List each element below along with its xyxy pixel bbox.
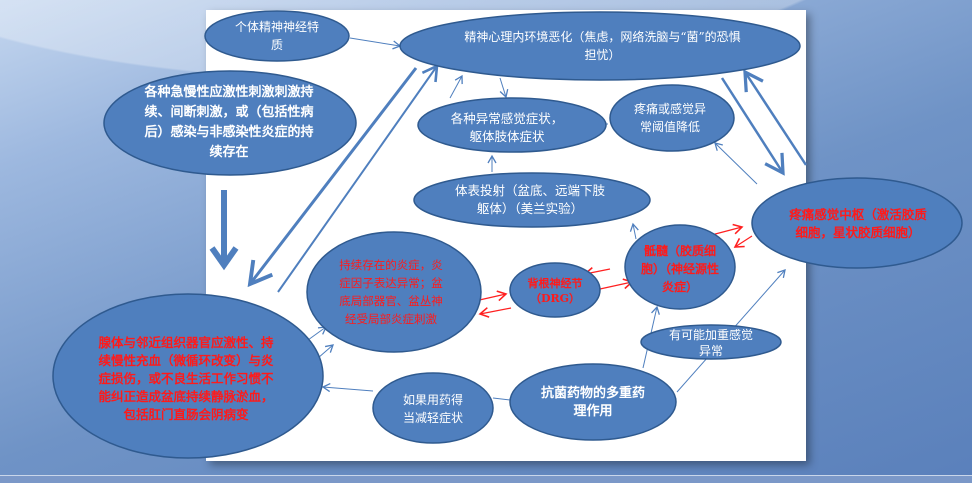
node-drg-shape (509, 262, 601, 318)
node-relief-shape (372, 372, 494, 444)
arrow-psych-gland (247, 67, 418, 288)
node-inflammation-shape (306, 231, 482, 353)
arrow-personality-psych (349, 37, 402, 50)
node-aggravate: 有可能加重感觉异常 (668, 328, 753, 358)
node-gland-shape (52, 293, 324, 459)
node-aggravate-shape (640, 324, 782, 360)
arrow-psych-symptoms (499, 77, 509, 99)
node-stimuli-shape (103, 70, 357, 176)
node-symptoms: 各种异常感觉症状，躯体肢体症状 (450, 110, 564, 144)
arrow-pain-center-threshold (714, 142, 758, 185)
node-drg: 背根神经节（DRG） (527, 277, 583, 305)
arrow-gland-inflammation-1 (307, 326, 328, 341)
red-arrow-pain-center-sacral (733, 235, 753, 248)
arrow-sacral-projection (629, 222, 639, 240)
line-antibiotics-relief (492, 397, 511, 401)
node-psych-shape (399, 11, 801, 81)
node-personality-shape (204, 10, 350, 62)
arrow-pain-center-psych (743, 69, 808, 166)
bottom-bar (0, 475, 972, 483)
node-relief: 如果用药得当减轻症状 (402, 393, 463, 425)
node-pain-center-shape (751, 177, 963, 269)
node-threshold-shape (609, 84, 735, 152)
red-arrow-drg-sacral (599, 278, 634, 290)
node-stimuli: 各种急慢性应激性刺激刺激持续、间断刺激，或（包括性病后）感染与非感染性炎症的持续… (144, 85, 314, 160)
node-antibiotics: 抗菌药物的多重药理作用 (540, 386, 645, 419)
node-psych-env: 精神心理内环境恶化（焦虑，网络洗脑与“菌”的恐惧担忧） (464, 30, 741, 62)
red-arrow-drg-inflammation (478, 307, 512, 318)
node-projection-shape (413, 172, 651, 228)
node-threshold: 疼痛或感觉异常阈值降低 (634, 102, 707, 134)
node-sacral: 骶髓（胶质细胞）（神经源性炎症） (640, 244, 719, 294)
big-down-arrowhead (209, 246, 239, 271)
arrow-relief-gland (321, 382, 374, 393)
node-gland: 腺体与邻近组织器官应激性、持续慢性充血（微循环改变）与炎症损伤，或不良生活工作习… (98, 335, 274, 422)
node-inflammation: 持续存在的炎症，炎症因子表达异常；盆底局部器官、盆丛神经受局部炎症刺激 (339, 258, 443, 326)
arrow-symptoms-psych (449, 74, 463, 99)
arrow-gland-psych (277, 63, 439, 293)
arrow-gland-inflammation-2 (317, 344, 334, 359)
node-antibiotics-shape (509, 363, 677, 441)
node-projection: 体表投射（盆底、远端下肢躯体）（美兰实验） (454, 183, 605, 216)
node-sacral-shape (624, 224, 736, 310)
node-personality: 个体精神神经特质 (234, 20, 319, 52)
node-symptoms-shape (417, 97, 607, 153)
arrow-psych-pain-center (720, 77, 785, 176)
node-pain-center: 疼痛感觉中枢（激活胶质细胞，星状胶质细胞） (789, 207, 927, 240)
